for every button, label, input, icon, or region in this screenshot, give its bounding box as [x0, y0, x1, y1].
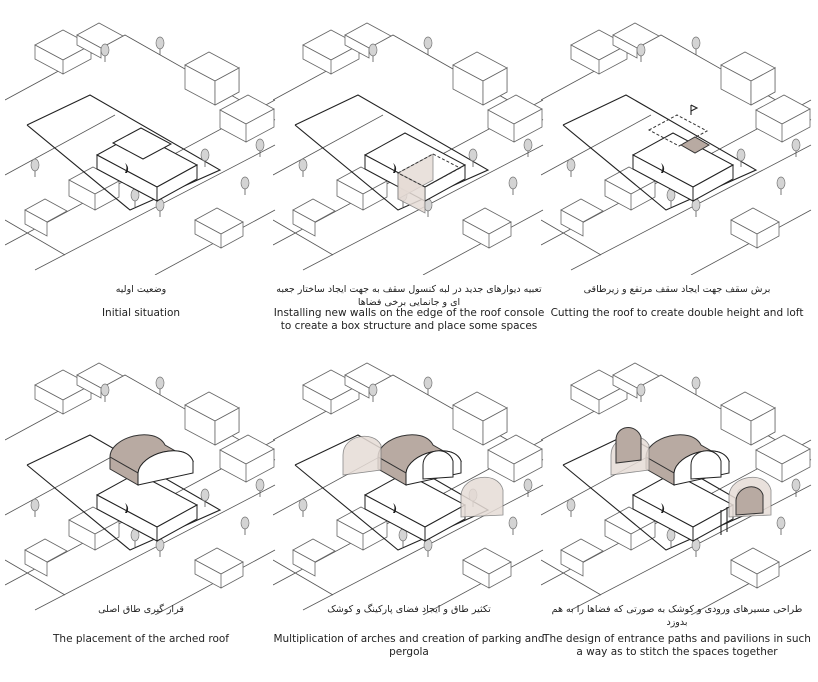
axonometric-drawing [541, 362, 812, 615]
trees [30, 36, 265, 217]
neighbour-buildings [292, 22, 543, 249]
diagram-panel-2: تعبیه دیوارهای جدید در لبه کنسول سقف به … [273, 5, 545, 340]
caption-english: Installing new walls on the edge of the … [273, 307, 545, 332]
caption-persian: طراحی مسیرهای ورودی و کوشک به صورتی که ف… [551, 604, 803, 628]
axonometric-drawing [5, 362, 276, 615]
axonometric-drawing [5, 22, 276, 275]
neighbour-buildings [560, 22, 811, 249]
site-boundary [26, 94, 222, 211]
diagram-panel-5: تکثیر طاق و ایجاد فضای پارکینگ و کوشک Mul… [273, 345, 545, 680]
axonometric-drawing [541, 22, 812, 275]
axonometric-drawing [273, 22, 544, 275]
site-boundary [26, 434, 222, 551]
caption-english: Cutting the roof to create double height… [550, 307, 804, 319]
house [342, 434, 504, 542]
house [631, 104, 735, 202]
caption-persian: تعبیه دیوارهای جدید در لبه کنسول سقف به … [276, 284, 542, 308]
diagram-panel-3: برش سقف جهت ایجاد سقف مرتفع و زیرطاقی Cut… [541, 5, 813, 340]
caption-english: The placement of the arched roof [53, 633, 229, 645]
caption-english: The design of entrance paths and pavilio… [543, 633, 811, 658]
caption-english: Multiplication of arches and creation of… [273, 633, 545, 658]
house [95, 127, 199, 202]
diagram-panel-6: طراحی مسیرهای ورودی و کوشک به صورتی که ف… [541, 345, 813, 680]
trees [298, 36, 533, 217]
axonometric-drawing [273, 362, 544, 615]
caption-persian: وضعیت اولیه [115, 284, 167, 295]
diagram-panel-1: وضعیت اولیه Initial situation [5, 5, 277, 340]
caption-persian: تکثیر طاق و ایجاد فضای پارکینگ و کوشک [327, 604, 491, 615]
site-boundary [294, 94, 490, 211]
diagram-panel-4: قرار گیری طاق اصلی The placement of the a… [5, 345, 277, 680]
caption-persian: برش سقف جهت ایجاد سقف مرتفع و زیرطاقی [583, 284, 771, 295]
house [610, 427, 772, 542]
neighbour-buildings [24, 362, 275, 589]
house [363, 132, 467, 214]
caption-english: Initial situation [101, 307, 181, 319]
caption-persian: قرار گیری طاق اصلی [98, 604, 184, 615]
neighbour-buildings [24, 22, 275, 249]
site-boundary [562, 94, 758, 211]
house [95, 434, 199, 542]
neighbour-buildings [292, 362, 543, 589]
